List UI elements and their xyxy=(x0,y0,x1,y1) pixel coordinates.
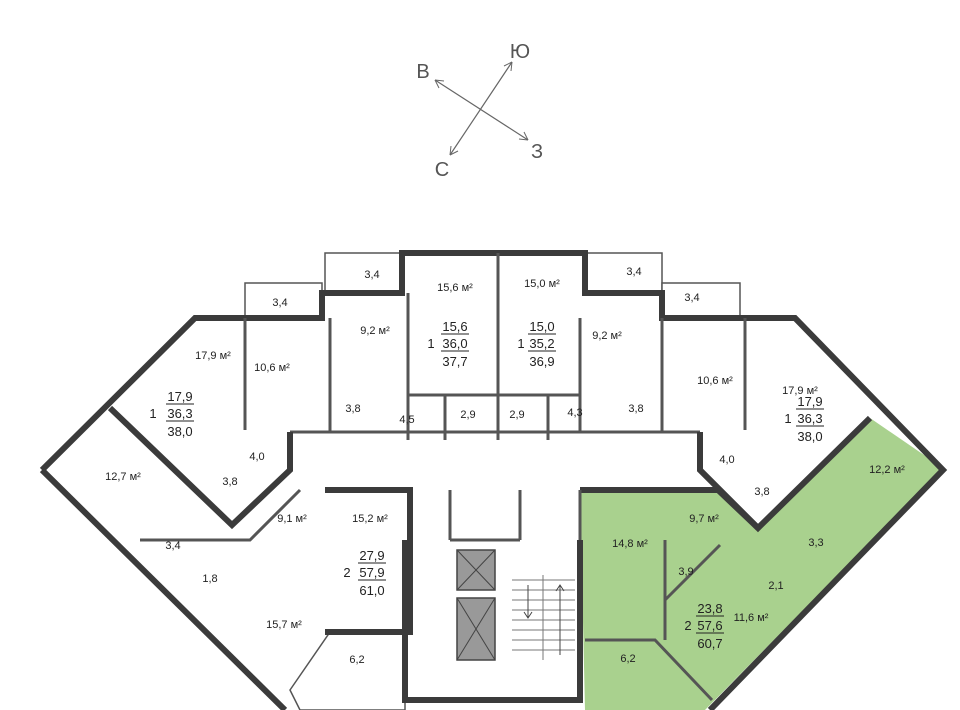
compass: В Ю З С xyxy=(416,41,543,181)
room-area: 4,5 xyxy=(399,414,414,426)
total-area: 36,3 xyxy=(797,411,822,426)
room-area: 1,8 xyxy=(202,573,217,585)
elevator-icon xyxy=(456,549,496,591)
room-area: 9,2 м² xyxy=(360,325,390,337)
room-area: 17,9 м² xyxy=(782,385,818,397)
compass-east: В xyxy=(416,61,429,83)
apartment-label-6-highlighted[interactable]: 2 23,8 57,6 60,7 xyxy=(684,601,724,651)
apartment-label-3[interactable]: 1 15,0 35,2 36,9 xyxy=(517,319,556,369)
elevator-icon xyxy=(456,597,496,661)
room-area: 3,8 xyxy=(345,403,360,415)
balcony xyxy=(661,282,741,319)
room-area: 9,1 м² xyxy=(277,513,307,525)
room-area: 10,6 м² xyxy=(697,375,733,387)
living-area: 17,9 xyxy=(797,394,822,409)
total-with-balcony: 38,0 xyxy=(797,429,822,444)
room-count: 1 xyxy=(784,411,791,426)
room-area: 4,3 xyxy=(567,407,582,419)
room-area: 4,0 xyxy=(249,451,264,463)
outer-wall xyxy=(39,250,948,710)
total-area: 57,6 xyxy=(697,618,722,633)
stairs xyxy=(512,575,575,660)
compass-south: Ю xyxy=(510,41,530,63)
room-count: 1 xyxy=(149,406,156,421)
room-area: 15,6 м² xyxy=(437,282,473,294)
apartment-label-5[interactable]: 2 27,9 57,9 61,0 xyxy=(343,548,386,598)
room-area: 3,4 xyxy=(364,269,379,281)
room-area: 3,8 xyxy=(628,403,643,415)
compass-west: З xyxy=(531,141,543,163)
balcony xyxy=(584,252,663,294)
room-area: 12,7 м² xyxy=(105,471,141,483)
balcony xyxy=(289,631,406,710)
room-area: 3,4 xyxy=(165,540,180,552)
room-area: 3,9 xyxy=(678,566,693,578)
outer-wall xyxy=(39,467,288,710)
room-area: 12,2 м² xyxy=(869,464,905,476)
room-area: 10,6 м² xyxy=(254,362,290,374)
room-area: 3,8 xyxy=(754,486,769,498)
room-area: 15,0 м² xyxy=(524,278,560,290)
room-area: 4,0 xyxy=(719,454,734,466)
total-with-balcony: 38,0 xyxy=(167,424,192,439)
apartment-label-2[interactable]: 1 15,6 36,0 37,7 xyxy=(427,319,469,369)
total-with-balcony: 60,7 xyxy=(697,636,722,651)
room-area: 11,6 м² xyxy=(734,612,769,624)
living-area: 15,6 xyxy=(442,319,467,334)
compass-axis-north-south xyxy=(449,61,513,156)
room-area: 2,1 xyxy=(768,580,783,592)
total-with-balcony: 36,9 xyxy=(529,354,554,369)
room-area: 3,8 xyxy=(222,476,237,488)
room-area: 3,4 xyxy=(626,266,641,278)
arrow-icon xyxy=(518,131,529,141)
balcony xyxy=(585,638,714,702)
room-count: 2 xyxy=(343,565,350,580)
balconies xyxy=(244,252,741,710)
room-area: 2,9 xyxy=(460,409,475,421)
compass-axis-east-west xyxy=(434,79,529,141)
total-with-balcony: 61,0 xyxy=(359,583,384,598)
arrow-icon xyxy=(503,61,513,72)
living-area: 23,8 xyxy=(697,601,722,616)
total-area: 35,2 xyxy=(529,336,554,351)
living-area: 17,9 xyxy=(167,389,192,404)
room-labels: 3,4 3,4 15,6 м² 15,0 м² 3,4 3,4 9,2 м² 9… xyxy=(105,266,905,666)
room-area: 14,8 м² xyxy=(612,538,648,550)
living-area: 15,0 xyxy=(529,319,554,334)
compass-north: С xyxy=(435,159,449,181)
total-with-balcony: 37,7 xyxy=(442,354,467,369)
total-area: 36,3 xyxy=(167,406,192,421)
interior-walls xyxy=(107,253,873,703)
highlighted-apartment-fill[interactable] xyxy=(580,418,943,710)
total-area: 36,0 xyxy=(442,336,467,351)
room-area: 15,7 м² xyxy=(266,619,302,631)
core xyxy=(456,549,575,661)
room-area: 6,2 xyxy=(620,653,635,665)
room-area: 17,9 м² xyxy=(195,350,231,362)
room-area: 6,2 xyxy=(349,654,364,666)
arrow-icon xyxy=(449,145,459,156)
room-count: 1 xyxy=(517,336,524,351)
living-area: 27,9 xyxy=(359,548,384,563)
total-area: 57,9 xyxy=(359,565,384,580)
room-area: 3,3 xyxy=(808,537,823,549)
apartment-label-4[interactable]: 1 17,9 36,3 38,0 xyxy=(784,394,824,444)
room-area: 3,4 xyxy=(684,292,699,304)
room-area: 15,2 м² xyxy=(352,513,388,525)
apartment-label-1[interactable]: 1 17,9 36,3 38,0 xyxy=(149,389,194,439)
room-count: 1 xyxy=(427,336,434,351)
room-area: 2,9 xyxy=(509,409,524,421)
room-count: 2 xyxy=(684,618,691,633)
room-area: 9,2 м² xyxy=(592,330,622,342)
room-area: 3,4 xyxy=(272,297,287,309)
room-area: 9,7 м² xyxy=(689,513,719,525)
arrow-icon xyxy=(434,79,445,89)
balcony xyxy=(244,282,323,319)
